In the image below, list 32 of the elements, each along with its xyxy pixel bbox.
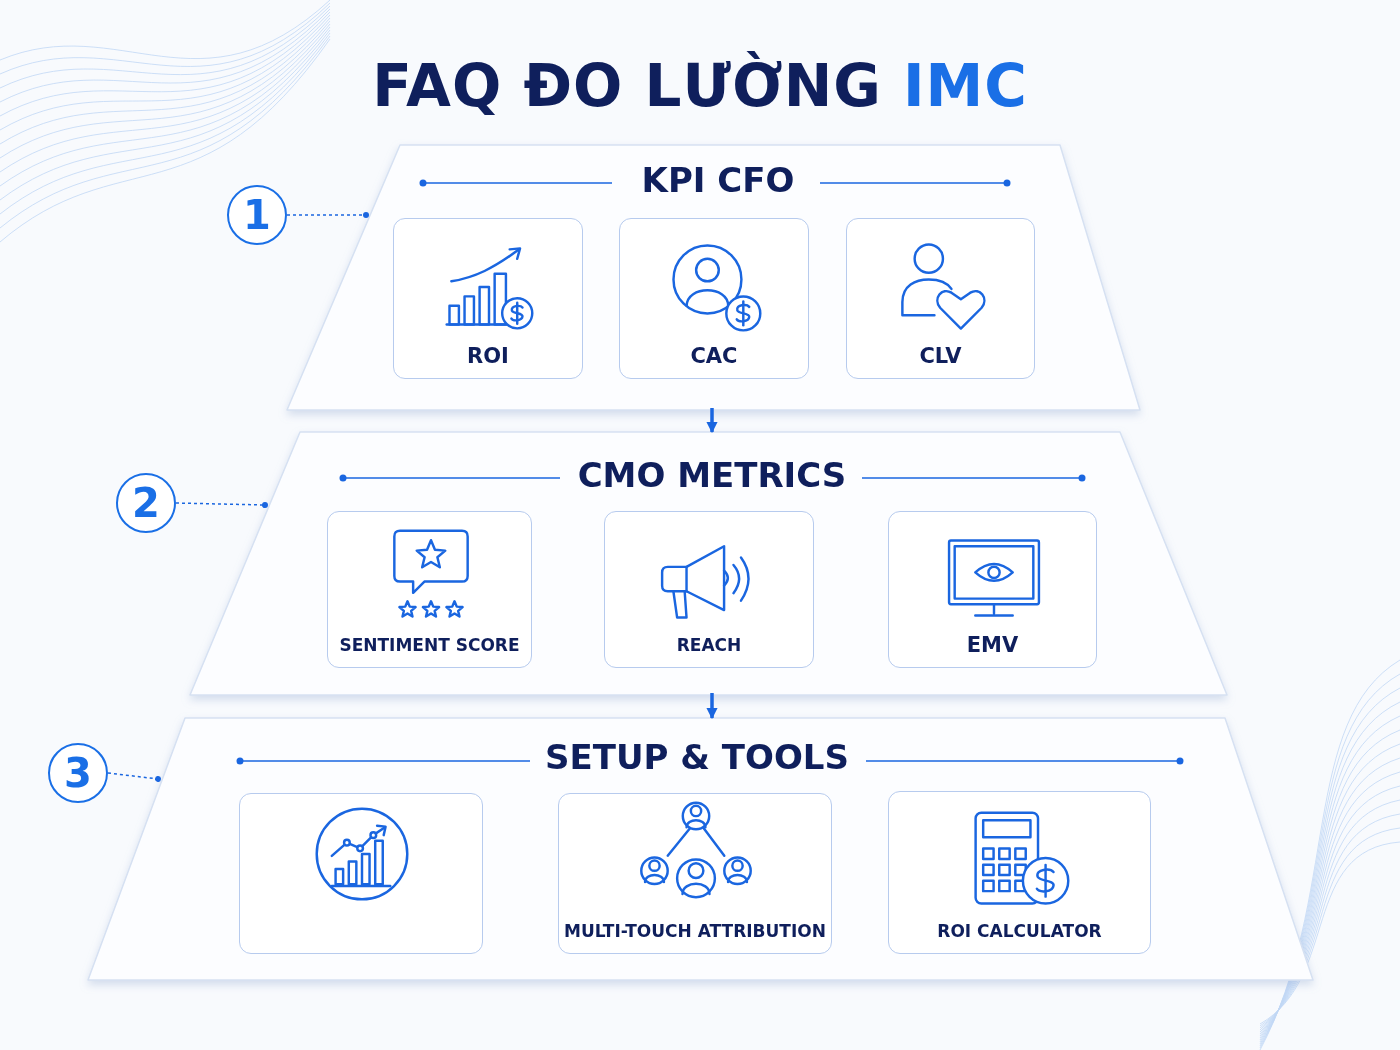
card-label: MULTI-TOUCH ATTRIBUTION — [563, 921, 827, 941]
card-label: EMV — [965, 633, 1020, 657]
step-number: 2 — [116, 473, 176, 533]
tier-heading: KPI CFO — [641, 160, 795, 200]
arrow — [706, 408, 718, 434]
card-label: SENTIMENT SCORE — [338, 635, 521, 655]
card-label: CLV — [918, 344, 963, 368]
leader-line — [175, 502, 268, 508]
arrow — [706, 693, 718, 720]
tier-panel — [88, 718, 1313, 980]
card-label: CAC — [689, 344, 739, 368]
card-label: ROI CALCULATOR — [936, 921, 1103, 941]
tier-panel — [287, 145, 1140, 410]
metric-card — [888, 511, 1097, 668]
tier-heading: SETUP & TOOLS — [545, 737, 849, 777]
leader-line — [286, 212, 369, 218]
metric-card — [888, 791, 1151, 954]
metric-card — [846, 218, 1035, 379]
metric-card — [393, 218, 583, 379]
tier-panel — [190, 432, 1227, 695]
metric-card — [604, 511, 814, 668]
card-label: ROI — [466, 344, 510, 368]
metric-card — [327, 511, 532, 668]
leader-line — [107, 772, 161, 782]
card-label: REACH — [675, 635, 743, 655]
metric-card — [619, 218, 809, 379]
metric-card — [239, 793, 483, 954]
metric-card — [558, 793, 832, 954]
diagram-title: FAQ ĐO LƯỜNG IMC — [371, 52, 1029, 120]
step-number: 3 — [48, 743, 108, 803]
step-number: 1 — [227, 185, 287, 245]
tier-heading: CMO METRICS — [577, 455, 847, 495]
